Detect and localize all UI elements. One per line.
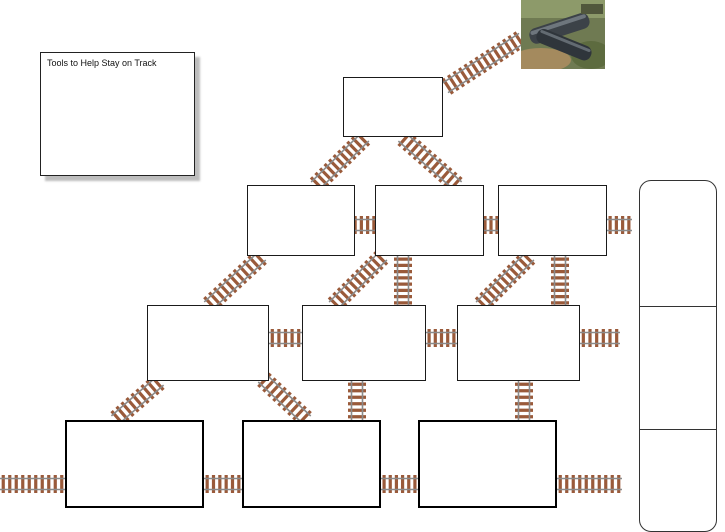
track-l2-l3-b [257,372,312,426]
level3-box-2 [242,420,381,508]
track-l2-b [426,329,457,347]
train-wreck-photo-icon [521,0,605,69]
track-l1-a [352,216,377,234]
rail [397,140,455,191]
level3-box-3 [418,420,557,508]
level2-box-1 [147,305,269,381]
rail [475,251,527,303]
rail [257,381,304,425]
track-bottom-left [0,475,65,493]
track-l2-l3-a [110,375,165,426]
level1-box-3 [498,185,607,256]
rail [328,251,380,303]
rail [336,259,388,311]
level1-box-2 [375,185,484,256]
rail [483,259,535,311]
level2-box-2 [302,305,426,381]
track-l2-a [269,329,302,347]
track-l1-l2-b [327,250,389,312]
track-l1-b [482,216,500,234]
track-l2-right [580,329,620,347]
track-bottom-right [557,475,622,493]
level1-box-1 [247,185,355,256]
rail [118,384,165,425]
rail [265,373,312,417]
track-bottom-b [381,475,418,493]
rail [310,132,362,183]
track-bottom-a [204,475,242,493]
pillar-divider-1 [640,306,716,307]
track-l1-l2-c [394,256,412,306]
track-l2-l3-d [515,381,533,420]
track-to-photo [441,31,526,95]
level3-box-1 [65,420,204,508]
rail [110,376,157,417]
top-box [343,77,443,137]
rail [441,32,520,85]
rail [203,251,259,303]
tools-box: Tools to Help Stay on Track [40,52,195,176]
tools-box-title: Tools to Help Stay on Track [47,58,157,68]
rail [211,259,267,311]
level2-box-3 [457,305,580,381]
rail [405,132,463,183]
track-l1-right [607,216,632,234]
rail [447,41,526,94]
track-l1-l2-e [551,256,569,306]
rail [318,140,370,191]
track-l2-l3-c [348,381,366,420]
track-l1-l2-a [203,250,267,312]
track-top-left [309,131,371,192]
track-l1-l2-d [474,250,536,312]
track-top-right [397,131,463,192]
pillar-divider-2 [640,429,716,430]
side-pillar [639,180,717,532]
